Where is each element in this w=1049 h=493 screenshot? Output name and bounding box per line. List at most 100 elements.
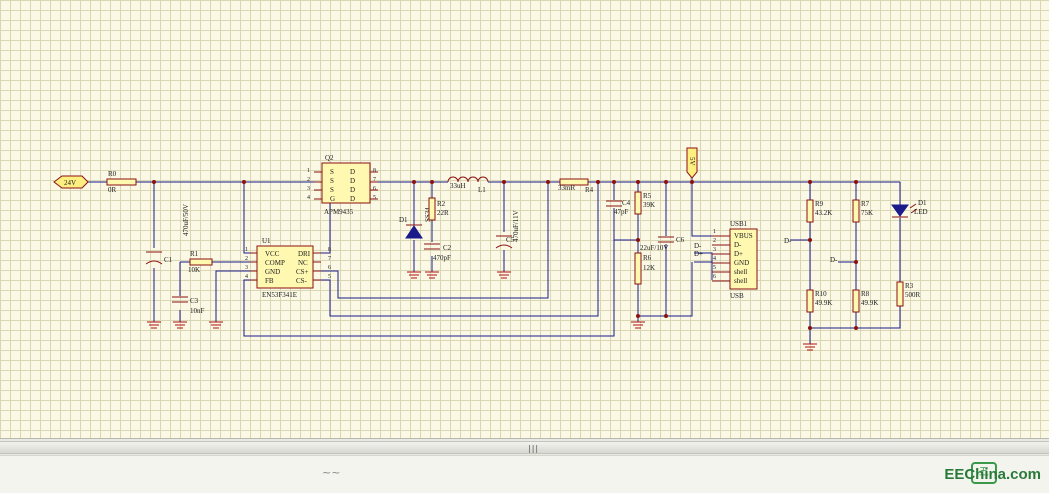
r0-value: 0R [108,186,117,194]
svg-text:3: 3 [307,186,310,192]
u1-right-pins: DRI NC CS+ CS- 8 7 6 5 [296,247,331,285]
u1-value: EN53F341E [262,291,297,299]
r0-ref: R0 [108,170,117,178]
capacitor-c2[interactable]: C2 470pF [424,243,452,262]
svg-text:D: D [350,195,355,203]
c4-ref: C4 [622,199,631,207]
svg-text:1: 1 [307,168,310,174]
mosfet-q2[interactable]: Q2 APM9435 S S S G 1 2 3 4 D D D D 8 7 6… [307,154,378,216]
svg-text:shell: shell [734,277,747,285]
port-5v-label: 5V [688,157,696,166]
r1-value: 10K [188,266,200,274]
usb-connector[interactable]: USB1 USB VBUS D- D+ GND shell shell 1 2 … [694,220,758,300]
resistor-r6[interactable]: R6 12K [634,252,655,285]
resistor-r3[interactable]: R3 500R [896,281,921,307]
resistor-r4[interactable]: R4 33mR [558,178,594,194]
r5-ref: R5 [643,192,652,200]
svg-text:DRI: DRI [298,250,311,258]
junction-dots [152,180,858,330]
diode-d1[interactable]: D1 SS34 [399,207,432,239]
scrollbar-thumb[interactable]: ||| [0,441,1049,454]
svg-text:3: 3 [713,247,716,253]
r8-value: 49.9K [861,299,878,307]
r2-value: 22R [437,209,449,217]
svg-text:2: 2 [713,238,716,244]
net-label-dminus-2: D- [830,256,838,264]
svg-text:G: G [330,195,335,203]
capacitor-c1[interactable]: C1 470uF/50V [145,204,190,265]
c5-ref: C5 [506,236,515,244]
usb1-value: USB [730,292,744,300]
svg-text:2: 2 [245,256,248,262]
r1-ref: R1 [190,250,199,258]
l1-value: 33uH [450,182,466,190]
resistor-r5[interactable]: R5 39K [634,191,655,215]
svg-text:S: S [330,177,334,185]
c6-ref: C6 [676,236,685,244]
status-mark: ~~ [322,466,341,479]
ground-icon [173,321,187,329]
resistor-r2[interactable]: R2 22R [428,197,449,221]
c1-value: 470uF/50V [182,204,190,236]
svg-text:4: 4 [713,256,716,262]
ic-u1[interactable]: U1 EN53F341E VCC COMP GND FB 1 2 3 4 DRI… [245,237,331,299]
svg-text:shell: shell [734,268,747,276]
l1-ref: L1 [478,186,486,194]
svg-text:2: 2 [307,177,310,183]
svg-text:D-: D- [734,241,742,249]
svg-text:6: 6 [713,274,716,280]
svg-text:NC: NC [298,259,308,267]
svg-text:5: 5 [373,195,376,201]
ground-symbols [147,271,817,351]
resistor-r8[interactable]: R8 49.9K [852,289,878,313]
svg-text:8: 8 [373,168,376,174]
svg-text:3: 3 [245,265,248,271]
capacitor-c4[interactable]: C4 47pF [606,199,631,216]
resistor-r0[interactable]: R0 0R [106,170,137,194]
c2-value: 470pF [433,254,451,262]
usb-net-dminus: D- [694,242,702,250]
resistor-r1[interactable]: R1 10K [188,250,213,274]
ground-icon [497,271,511,279]
svg-text:7: 7 [328,256,331,262]
q2-value: APM9435 [324,208,354,216]
capacitor-c3[interactable]: C3 10nF [172,296,205,315]
watermark-text: EEChina.com [944,466,1041,483]
c3-value: 10nF [190,307,205,315]
led-d1[interactable]: D1 LED [891,199,928,218]
u1-left-pins: VCC COMP GND FB 1 2 3 4 [245,247,285,285]
resistor-r7[interactable]: R7 75K [852,199,873,223]
svg-text:CS+: CS+ [296,268,309,276]
capacitor-c6[interactable]: C6 22uF/10V [640,236,685,252]
r6-ref: R6 [643,254,652,262]
r9-value: 43.2K [815,209,832,217]
resistor-r10[interactable]: R10 49.9K [806,289,832,313]
svg-text:CS-: CS- [296,277,308,285]
c2-ref: C2 [443,244,452,252]
r4-value: 33mR [558,184,575,192]
svg-text:7: 7 [373,177,376,183]
svg-text:4: 4 [307,195,310,201]
schematic-canvas[interactable]: 24V 5V R0 0R C1 470uF/50V R1 10K C3 10nF… [0,0,1049,438]
d1-value: SS34 [424,207,432,222]
svg-text:GND: GND [734,259,749,267]
ground-icon [631,321,645,329]
led-ref: D1 [918,199,927,207]
r7-value: 75K [861,209,873,217]
port-5v[interactable]: 5V [686,147,698,179]
resistor-r9[interactable]: R9 43.2K [806,199,832,223]
wires [82,177,901,344]
svg-text:FB: FB [265,277,274,285]
q2-left-pins: S S S G 1 2 3 4 [307,168,335,203]
port-24v[interactable]: 24V [53,175,89,189]
u1-ref: U1 [262,237,271,245]
schematic-sheet[interactable]: 24V 5V R0 0R C1 470uF/50V R1 10K C3 10nF… [0,0,1049,438]
inductor-l1[interactable]: L1 33uH [447,176,489,194]
ground-icon [425,271,439,279]
c5-value: 470uF/11V [512,210,520,242]
capacitor-c5[interactable]: C5 470uF/11V [495,210,520,249]
horizontal-scrollbar[interactable]: ||| [0,438,1049,455]
r3-ref: R3 [905,282,914,290]
c1-ref: C1 [164,256,173,264]
r10-ref: R10 [815,290,827,298]
